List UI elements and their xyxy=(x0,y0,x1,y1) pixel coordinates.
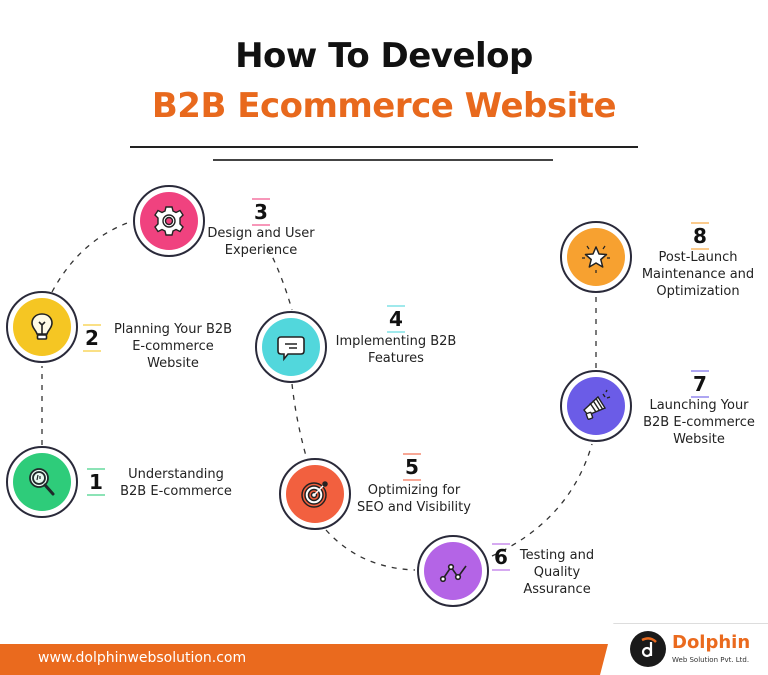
logo-panel xyxy=(600,623,768,675)
step-1-circle xyxy=(6,446,78,518)
step-5-label-line: SEO and Visibility xyxy=(357,500,471,515)
step-3-label: Design and User Experience xyxy=(199,225,323,259)
step-3-circle xyxy=(133,185,205,257)
step-1-label-line: Understanding xyxy=(128,467,224,482)
step-1-label: Understanding B2B E-commerce xyxy=(114,466,238,500)
gear-icon xyxy=(154,206,184,236)
step-5-label: Optimizing for SEO and Visibility xyxy=(347,482,481,516)
line-chart-icon xyxy=(439,563,467,583)
step-8-label: Post-Launch Maintenance and Optimization xyxy=(632,249,764,300)
step-5-circle xyxy=(279,458,351,530)
step-5-label-line: Optimizing for xyxy=(367,483,461,498)
magnifier-icon xyxy=(29,468,55,496)
logo-subtitle: Web Solution Pvt. Ltd. xyxy=(672,656,750,664)
step-6-label-line: Quality xyxy=(533,565,581,580)
step-2-label: Planning Your B2B E-commerce Website xyxy=(106,321,240,372)
step-7-label-line: B2B E-commerce xyxy=(643,415,755,430)
step-2-label-line: Planning Your B2B xyxy=(113,322,233,337)
lightbulb-icon xyxy=(31,313,53,340)
website-link[interactable]: www.dolphinwebsolution.com xyxy=(38,650,247,666)
step-8-number: 8 xyxy=(690,222,710,250)
step-2-label-line: E-commerce xyxy=(132,339,214,354)
step-8-label-line: Post-Launch xyxy=(658,250,738,265)
step-6-label-line: Assurance xyxy=(523,582,591,597)
step-5-number: 5 xyxy=(402,453,422,481)
step-4-label: Implementing B2B Features xyxy=(330,333,462,367)
step-4-number: 4 xyxy=(386,305,406,333)
megaphone-icon xyxy=(583,389,611,420)
title-line-1: How To Develop xyxy=(235,36,533,76)
step-1-number: 1 xyxy=(86,468,106,496)
step-7-label-line: Launching Your xyxy=(649,398,749,413)
step-7-circle xyxy=(560,370,632,442)
step-3-number: 3 xyxy=(251,198,271,226)
title-line-2: B2B Ecommerce Website xyxy=(151,86,617,126)
step-4-label-line: Features xyxy=(368,351,424,366)
step-7-label-line: Website xyxy=(673,432,725,447)
step-2-circle xyxy=(6,291,78,363)
logo-name: Dolphin xyxy=(672,632,751,653)
step-8-circle xyxy=(560,221,632,293)
step-6-number: 6 xyxy=(491,543,511,571)
divider-top xyxy=(130,146,638,148)
dolphin-logo-icon xyxy=(630,631,666,667)
step-4-circle xyxy=(255,311,327,383)
target-icon xyxy=(301,481,328,508)
step-1-label-line: B2B E-commerce xyxy=(120,484,232,499)
step-2-number: 2 xyxy=(82,324,102,352)
step-6-label: Testing and Quality Assurance xyxy=(512,547,602,598)
step-8-label-line: Maintenance and xyxy=(641,267,755,282)
step-4-label-line: Implementing B2B xyxy=(335,334,457,349)
step-7-label: Launching Your B2B E-commerce Website xyxy=(636,397,762,448)
step-6-circle xyxy=(417,535,489,607)
divider-bottom xyxy=(213,159,553,161)
step-2-label-line: Website xyxy=(147,356,199,371)
step-3-label-line: Experience xyxy=(224,243,298,258)
star-icon xyxy=(582,245,610,273)
step-6-label-line: Testing and xyxy=(519,548,595,563)
chat-bubble-icon xyxy=(277,336,305,362)
step-8-label-line: Optimization xyxy=(656,284,740,299)
step-3-label-line: Design and User xyxy=(207,226,315,241)
step-7-number: 7 xyxy=(690,370,710,398)
